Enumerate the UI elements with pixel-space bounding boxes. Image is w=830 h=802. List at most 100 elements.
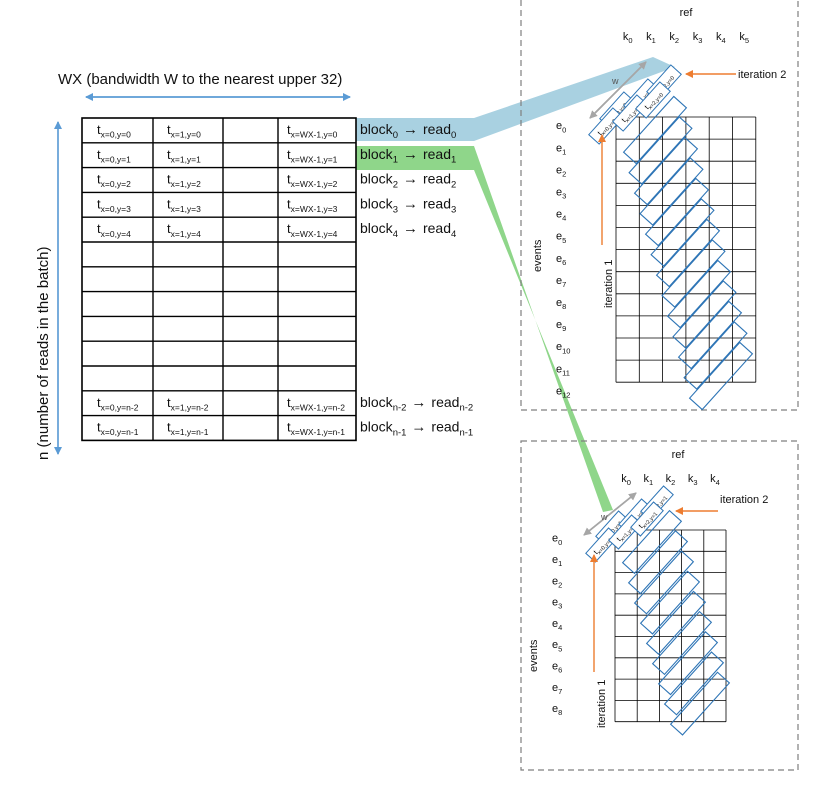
thread-cell-x1: tx=1,y=3	[167, 196, 201, 214]
thread-box-label-base: t	[595, 129, 604, 137]
thread-cell-x1-base: t	[167, 395, 171, 410]
block-label-base: block	[360, 419, 394, 435]
band-rect	[677, 300, 743, 370]
event-label-subscript: 8	[558, 708, 562, 717]
thread-cell-x0-base: t	[97, 395, 101, 410]
iteration-2-indicator: iteration 2	[685, 69, 786, 81]
band-rect	[688, 341, 754, 411]
ref-kmer-label: k1	[646, 31, 656, 45]
event-label-base: e	[552, 682, 558, 694]
n-dimension-arrow: n (number of reads in the batch)	[35, 121, 62, 460]
event-label-subscript: 0	[558, 538, 562, 547]
block-label: block4	[360, 220, 398, 240]
event-label-base: e	[552, 661, 558, 673]
ref-kmer-label-base: k	[716, 31, 722, 43]
thread-box-outline	[635, 81, 671, 119]
w-label: w	[611, 76, 619, 86]
w-arrow-line-reverse	[589, 61, 647, 119]
thread-cell-x0: tx=0,y=4	[97, 221, 131, 239]
event-label: e6	[556, 253, 566, 267]
event-label: e2	[556, 164, 566, 178]
event-label-subscript: 5	[558, 644, 562, 653]
event-label-base: e	[556, 231, 562, 243]
band-rectangles	[622, 95, 754, 411]
thread-box-label-base: t	[636, 522, 645, 530]
events-axis-label: events	[532, 239, 544, 272]
thread-cell-x1: tx=1,y=n-1	[167, 420, 209, 438]
event-label: e10	[556, 341, 570, 355]
w-label: w	[600, 512, 608, 522]
event-label: e8	[556, 297, 566, 311]
event-label-base: e	[556, 275, 562, 287]
block-read-mapping: block1→read1	[360, 146, 456, 166]
thread-box-label-base: t	[619, 116, 628, 124]
band-rect	[622, 95, 688, 165]
read-label-base: read	[423, 195, 451, 211]
thread-cell-x1-base: t	[167, 147, 171, 162]
thread-cell-xlast: tx=WX-1,y=n-2	[287, 395, 345, 413]
band-rect	[663, 651, 725, 716]
thread-cell-xlast-base: t	[287, 196, 291, 211]
mapping-arrow: →	[411, 394, 426, 411]
thread-cell-x0-base: t	[97, 196, 101, 211]
ref-kmer-label: k1	[643, 473, 653, 487]
block-label-base: block	[360, 121, 394, 137]
event-label-subscript: 9	[562, 324, 566, 333]
event-label: e9	[556, 319, 566, 333]
iteration-1-label: iteration 1	[603, 260, 615, 308]
panel-frame	[520, 0, 799, 411]
thread-box-label-base: t	[614, 535, 623, 543]
thread-cell-xlast-subscript: x=WX-1,y=0	[291, 130, 338, 140]
thread-cell-xlast-subscript: x=WX-1,y=2	[291, 179, 338, 189]
events-axis-label: events	[528, 639, 540, 672]
iteration-1-label: iteration 1	[596, 680, 608, 728]
band-rect	[644, 177, 710, 247]
thread-box-outline	[588, 107, 624, 145]
block-label: blockn-2	[360, 394, 406, 414]
thread-cell-xlast-base: t	[287, 221, 291, 236]
event-label-subscript: 12	[562, 390, 570, 399]
event-label-base: e	[556, 164, 562, 176]
block-label-subscript: n-2	[393, 403, 407, 414]
bandwidth-w-arrow: w	[589, 61, 647, 119]
thread-cell-x1-subscript: x=1,y=1	[171, 154, 202, 164]
block-label-base: block	[360, 171, 394, 187]
thread-cell-xlast-base: t	[287, 172, 291, 187]
band-rect	[633, 136, 699, 206]
event-label-subscript: 6	[562, 258, 566, 267]
band-rect	[628, 116, 693, 185]
read-label-subscript: n-2	[459, 403, 473, 414]
event-label-subscript: 7	[558, 687, 562, 696]
ref-kmer-label-base: k	[643, 473, 649, 485]
read1-mapping-funnel	[356, 146, 613, 512]
event-label: e5	[552, 639, 562, 653]
event-label: e0	[552, 533, 562, 547]
event-label-base: e	[556, 341, 562, 353]
event-label-base: e	[556, 297, 562, 309]
ref-kmer-label-base: k	[666, 473, 672, 485]
ref-kmer-label: k4	[716, 31, 726, 45]
band-rectangles	[621, 509, 731, 736]
iteration-1-indicator: iteration 1	[598, 134, 615, 308]
read0-mapping-funnel	[356, 57, 675, 141]
thread-cell-x0-subscript: x=0,y=1	[101, 154, 132, 164]
thread-cell-x1-base: t	[167, 420, 171, 435]
block-label-subscript: 1	[393, 155, 398, 166]
band-rect	[661, 239, 726, 308]
read-label-base: read	[423, 121, 451, 137]
thread-cell-x1-base: t	[167, 221, 171, 236]
thread-cell-xlast-subscript: x=WX-1,y=1	[291, 154, 338, 164]
event-label-subscript: 5	[562, 236, 566, 245]
ref-kmer-label: k4	[710, 473, 720, 487]
event-label: e4	[556, 209, 566, 223]
event-label-base: e	[552, 533, 558, 545]
wx-dimension-arrow: WX (bandwidth W to the nearest upper 32)	[58, 71, 351, 101]
event-label-subscript: 4	[558, 623, 562, 632]
event-label-subscript: 7	[562, 280, 566, 289]
thread-cell-xlast-subscript: x=WX-1,y=n-2	[291, 402, 346, 412]
thread-cell-xlast-subscript: x=WX-1,y=n-1	[291, 427, 346, 437]
read-label-subscript: 2	[451, 180, 456, 191]
